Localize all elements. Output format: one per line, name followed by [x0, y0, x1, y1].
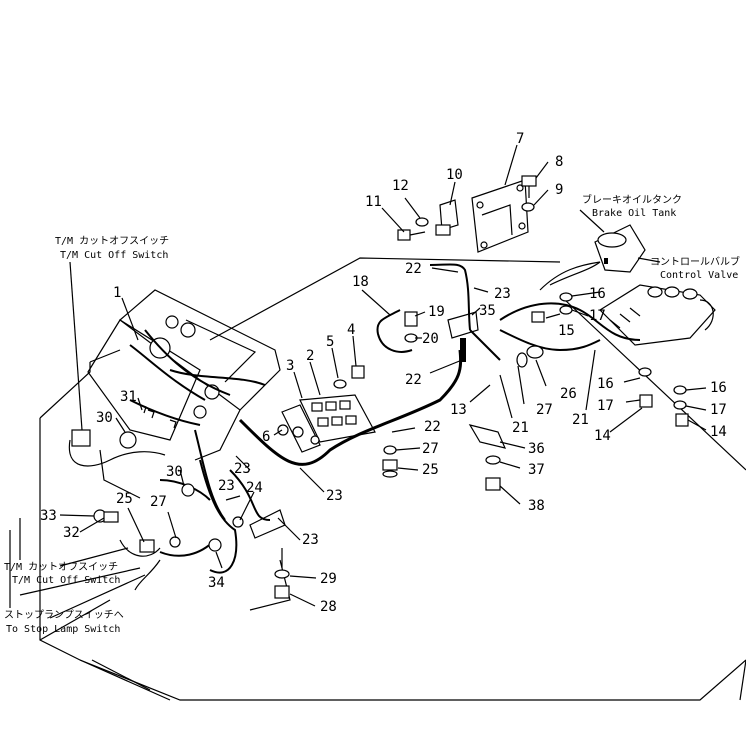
callout-28: 28 [320, 599, 337, 615]
callout-7: 7 [516, 131, 524, 147]
callout-5: 5 [326, 334, 334, 350]
callout-14b: 14 [710, 424, 727, 440]
callout-14a: 14 [594, 428, 611, 444]
callout-18: 18 [352, 274, 369, 290]
callout-27a: 27 [536, 402, 553, 418]
callout-37: 37 [528, 462, 545, 478]
callout-8: 8 [555, 154, 563, 170]
callout-6: 6 [262, 429, 270, 445]
callout-22a: 22 [405, 261, 422, 277]
callout-13: 13 [450, 402, 467, 418]
stop-lamp-label-jp: ストップランプスイッチへ [4, 609, 124, 621]
callout-16c: 16 [710, 380, 727, 396]
callout-numbers: 1 2 3 4 5 6 7 8 9 10 11 12 13 14 14 15 1… [40, 131, 727, 615]
callout-16b: 16 [597, 376, 614, 392]
callout-23e: 23 [302, 532, 319, 548]
bracket-7 [471, 179, 529, 253]
callout-21a: 21 [512, 420, 529, 436]
callout-4: 4 [347, 322, 355, 338]
callout-11: 11 [365, 194, 382, 210]
tm-cut-off-label-jp-top: T/M カットオフスイッチ [55, 235, 169, 247]
bolt-8 [521, 175, 537, 212]
callout-23d: 23 [326, 488, 343, 504]
stop-lamp-label-en: To Stop Lamp Switch [6, 624, 120, 635]
sensor-10 [397, 199, 459, 241]
callout-15: 15 [558, 323, 575, 339]
annotation-labels: T/M カットオフスイッチ T/M Cut Off Switch ブレーキオイル… [4, 193, 740, 635]
callout-20: 20 [422, 331, 439, 347]
callout-23a: 23 [494, 286, 511, 302]
callout-38: 38 [528, 498, 545, 514]
tm-cut-off-label-en-top: T/M Cut Off Switch [60, 250, 168, 261]
callout-9: 9 [555, 182, 563, 198]
callout-23b: 23 [234, 461, 251, 477]
callout-16a: 16 [589, 286, 606, 302]
control-box [87, 289, 281, 461]
callout-22b: 22 [405, 372, 422, 388]
brake-tank-label-en: Brake Oil Tank [592, 208, 676, 219]
callout-27c: 27 [150, 494, 167, 510]
relay-block [281, 394, 376, 453]
callout-3: 3 [286, 358, 294, 374]
callout-12: 12 [392, 178, 409, 194]
callout-30b: 30 [166, 464, 183, 480]
callout-36: 36 [528, 441, 545, 457]
chassis-outline [39, 257, 746, 701]
callout-34: 34 [208, 575, 225, 591]
control-valve [599, 284, 716, 346]
callout-2: 2 [306, 348, 314, 364]
callout-25b: 25 [422, 462, 439, 478]
callout-21b: 21 [572, 412, 589, 428]
callout-31: 31 [120, 389, 137, 405]
callout-27b: 27 [422, 441, 439, 457]
callout-10: 10 [446, 167, 463, 183]
control-valve-label-jp: コントロールバルブ [650, 255, 740, 268]
brake-tank-label-jp: ブレーキオイルタンク [582, 193, 682, 206]
tm-cut-off-label-jp-bottom: T/M カットオフスイッチ [4, 561, 118, 573]
callout-30a: 30 [96, 410, 113, 426]
callout-35: 35 [479, 303, 496, 319]
callout-25a: 25 [116, 491, 133, 507]
leader-lines [9, 144, 707, 619]
callout-33: 33 [40, 508, 57, 524]
callout-26: 26 [560, 386, 577, 402]
callout-29: 29 [320, 571, 337, 587]
tm-cut-off-label-en-bottom: T/M Cut Off Switch [12, 575, 120, 586]
wiring-harness [68, 261, 641, 591]
callout-17a: 17 [589, 308, 606, 324]
callout-19: 19 [428, 304, 445, 320]
callout-23c: 23 [218, 478, 235, 494]
control-valve-label-en: Control Valve [660, 270, 738, 281]
callout-1: 1 [113, 285, 121, 301]
callout-17c: 17 [710, 402, 727, 418]
callout-17b: 17 [597, 398, 614, 414]
callout-22c: 22 [424, 419, 441, 435]
brake-oil-tank [549, 224, 646, 286]
callout-24: 24 [246, 480, 263, 496]
callout-32: 32 [63, 525, 80, 541]
